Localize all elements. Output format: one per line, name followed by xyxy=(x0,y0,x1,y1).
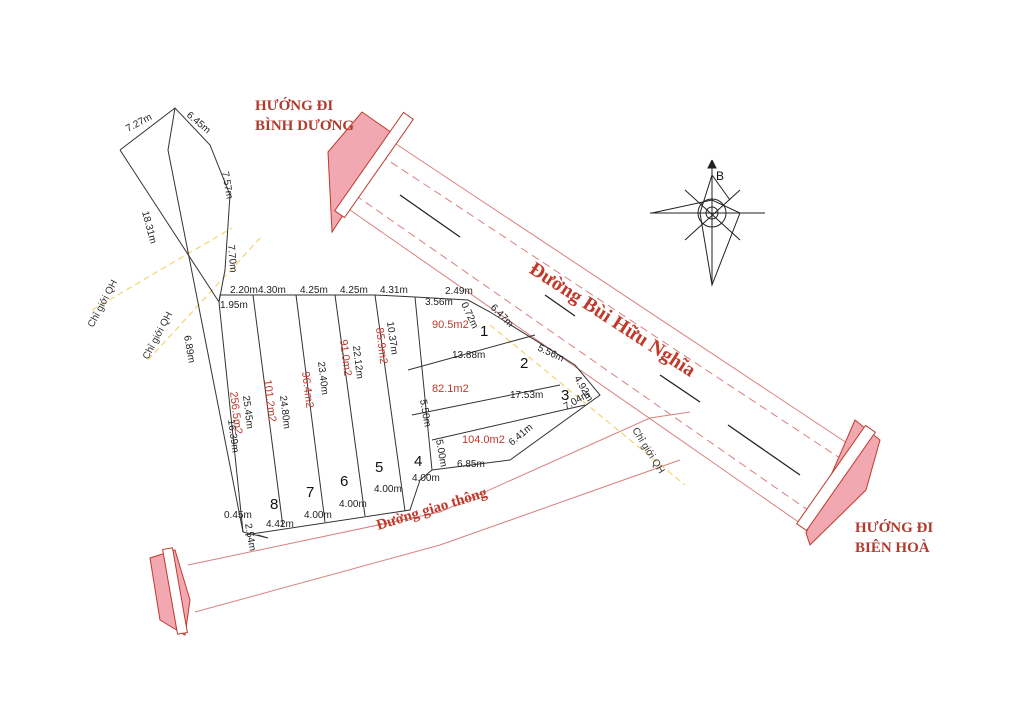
dim-w-249: 2.49m xyxy=(445,286,473,297)
dim-w-220: 2.20m xyxy=(230,285,258,296)
dim-b-442: 4.42m xyxy=(266,519,294,530)
dim-w-647: 6.47m xyxy=(488,302,515,329)
dim-w-430: 4.30m xyxy=(258,285,286,296)
dim-b-400-lot4: 4.00m xyxy=(412,473,440,484)
lot-area-3: 104.0m2 xyxy=(462,434,505,446)
lot-number-8: 8 xyxy=(270,496,278,513)
dim-left-lower: 16.39m xyxy=(225,419,241,454)
direction-bien-hoa-line2: BIÊN HOÀ xyxy=(855,539,930,556)
lot-number-6: 6 xyxy=(340,473,348,490)
dim-w-431: 4.31m xyxy=(380,285,408,296)
lot-area-6: 96.4m2 xyxy=(299,371,315,409)
compass-north-label: B xyxy=(716,169,724,183)
dim-b-400-lot7: 4.00m xyxy=(304,510,332,521)
lot-number-3: 3 xyxy=(561,387,569,404)
main-road: Đường Bùi Hữu Nghĩa xyxy=(327,111,881,546)
lot-number-5: 5 xyxy=(375,459,383,476)
dim-b-045: 0.45m xyxy=(224,510,252,521)
dim-w-425a: 4.25m xyxy=(300,285,328,296)
lot-number-4: 4 xyxy=(414,453,422,470)
dim-d-500: 5.00m xyxy=(433,439,449,468)
lot-area-2: 82.1m2 xyxy=(432,383,469,395)
dim-w-195: 1.95m xyxy=(220,300,248,311)
dim-d-556: 5.56m xyxy=(536,343,566,365)
dim-d-685: 6.85m xyxy=(457,459,485,470)
dim-d-2212: 22.12m xyxy=(350,345,365,379)
dimensions: 7.27m 6.45m 18.31m 7.57m 7.70m 6.89m 16.… xyxy=(124,110,595,552)
lot-area-5: 91.0m2 xyxy=(337,339,353,377)
direction-binh-duong-line1: HƯỚNG ĐI xyxy=(255,97,333,114)
planning-label-1: Chỉ giới QH xyxy=(85,278,120,330)
compass-rose: B xyxy=(650,159,765,287)
lot-area-7: 101.2m2 xyxy=(261,379,278,423)
lot-area-4: 85.9m2 xyxy=(373,327,389,365)
parcels xyxy=(119,107,601,539)
dim-d-2480: 24.80m xyxy=(277,395,292,429)
dim-d-1753: 17.53m xyxy=(510,390,543,401)
dim-left-middle: 6.89m xyxy=(181,335,197,364)
lot-number-1: 1 xyxy=(480,323,488,340)
direction-binh-duong-line2: BÌNH DƯƠNG xyxy=(255,117,354,134)
lot-numbers: 1 2 3 4 5 6 7 8 xyxy=(270,323,569,513)
planning-label-3: Chỉ giới QH xyxy=(629,425,667,476)
dim-b-400-lot5: 4.00m xyxy=(374,484,402,495)
dim-d-2545: 25.45m xyxy=(240,395,255,429)
main-road-label: Đường Bùi Hữu Nghĩa xyxy=(525,258,699,382)
lot-area-1: 90.5m2 xyxy=(432,319,469,331)
lot-areas: 90.5m2 82.1m2 104.0m2 85.9m2 91.0m2 96.4… xyxy=(227,319,505,446)
dim-top-left: 7.27m xyxy=(124,112,154,135)
dim-d-2340: 23.40m xyxy=(315,361,330,395)
lot-number-7: 7 xyxy=(306,484,314,501)
direction-labels: HƯỚNG ĐI BÌNH DƯƠNG HƯỚNG ĐI BIÊN HOÀ xyxy=(255,97,933,556)
direction-bien-hoa-line1: HƯỚNG ĐI xyxy=(855,519,933,536)
dim-b-400-lot6: 4.00m xyxy=(339,499,367,510)
lot-area-8: 256.5m2 xyxy=(227,391,244,435)
dim-d-1388: 13.88m xyxy=(452,350,485,361)
dim-w-356: 3.56m xyxy=(425,297,453,308)
dim-d-1037: 10.37m xyxy=(384,321,400,356)
dim-d-550: 5.50m xyxy=(417,399,433,428)
lot-number-2: 2 xyxy=(520,355,528,372)
dim-right-upper: 7.57m xyxy=(219,171,235,200)
dim-b-254: 2.54m xyxy=(242,523,258,552)
dim-w-425b: 4.25m xyxy=(340,285,368,296)
dim-right-lower: 7.70m xyxy=(225,244,238,273)
dim-left-upper: 18.31m xyxy=(139,210,158,245)
